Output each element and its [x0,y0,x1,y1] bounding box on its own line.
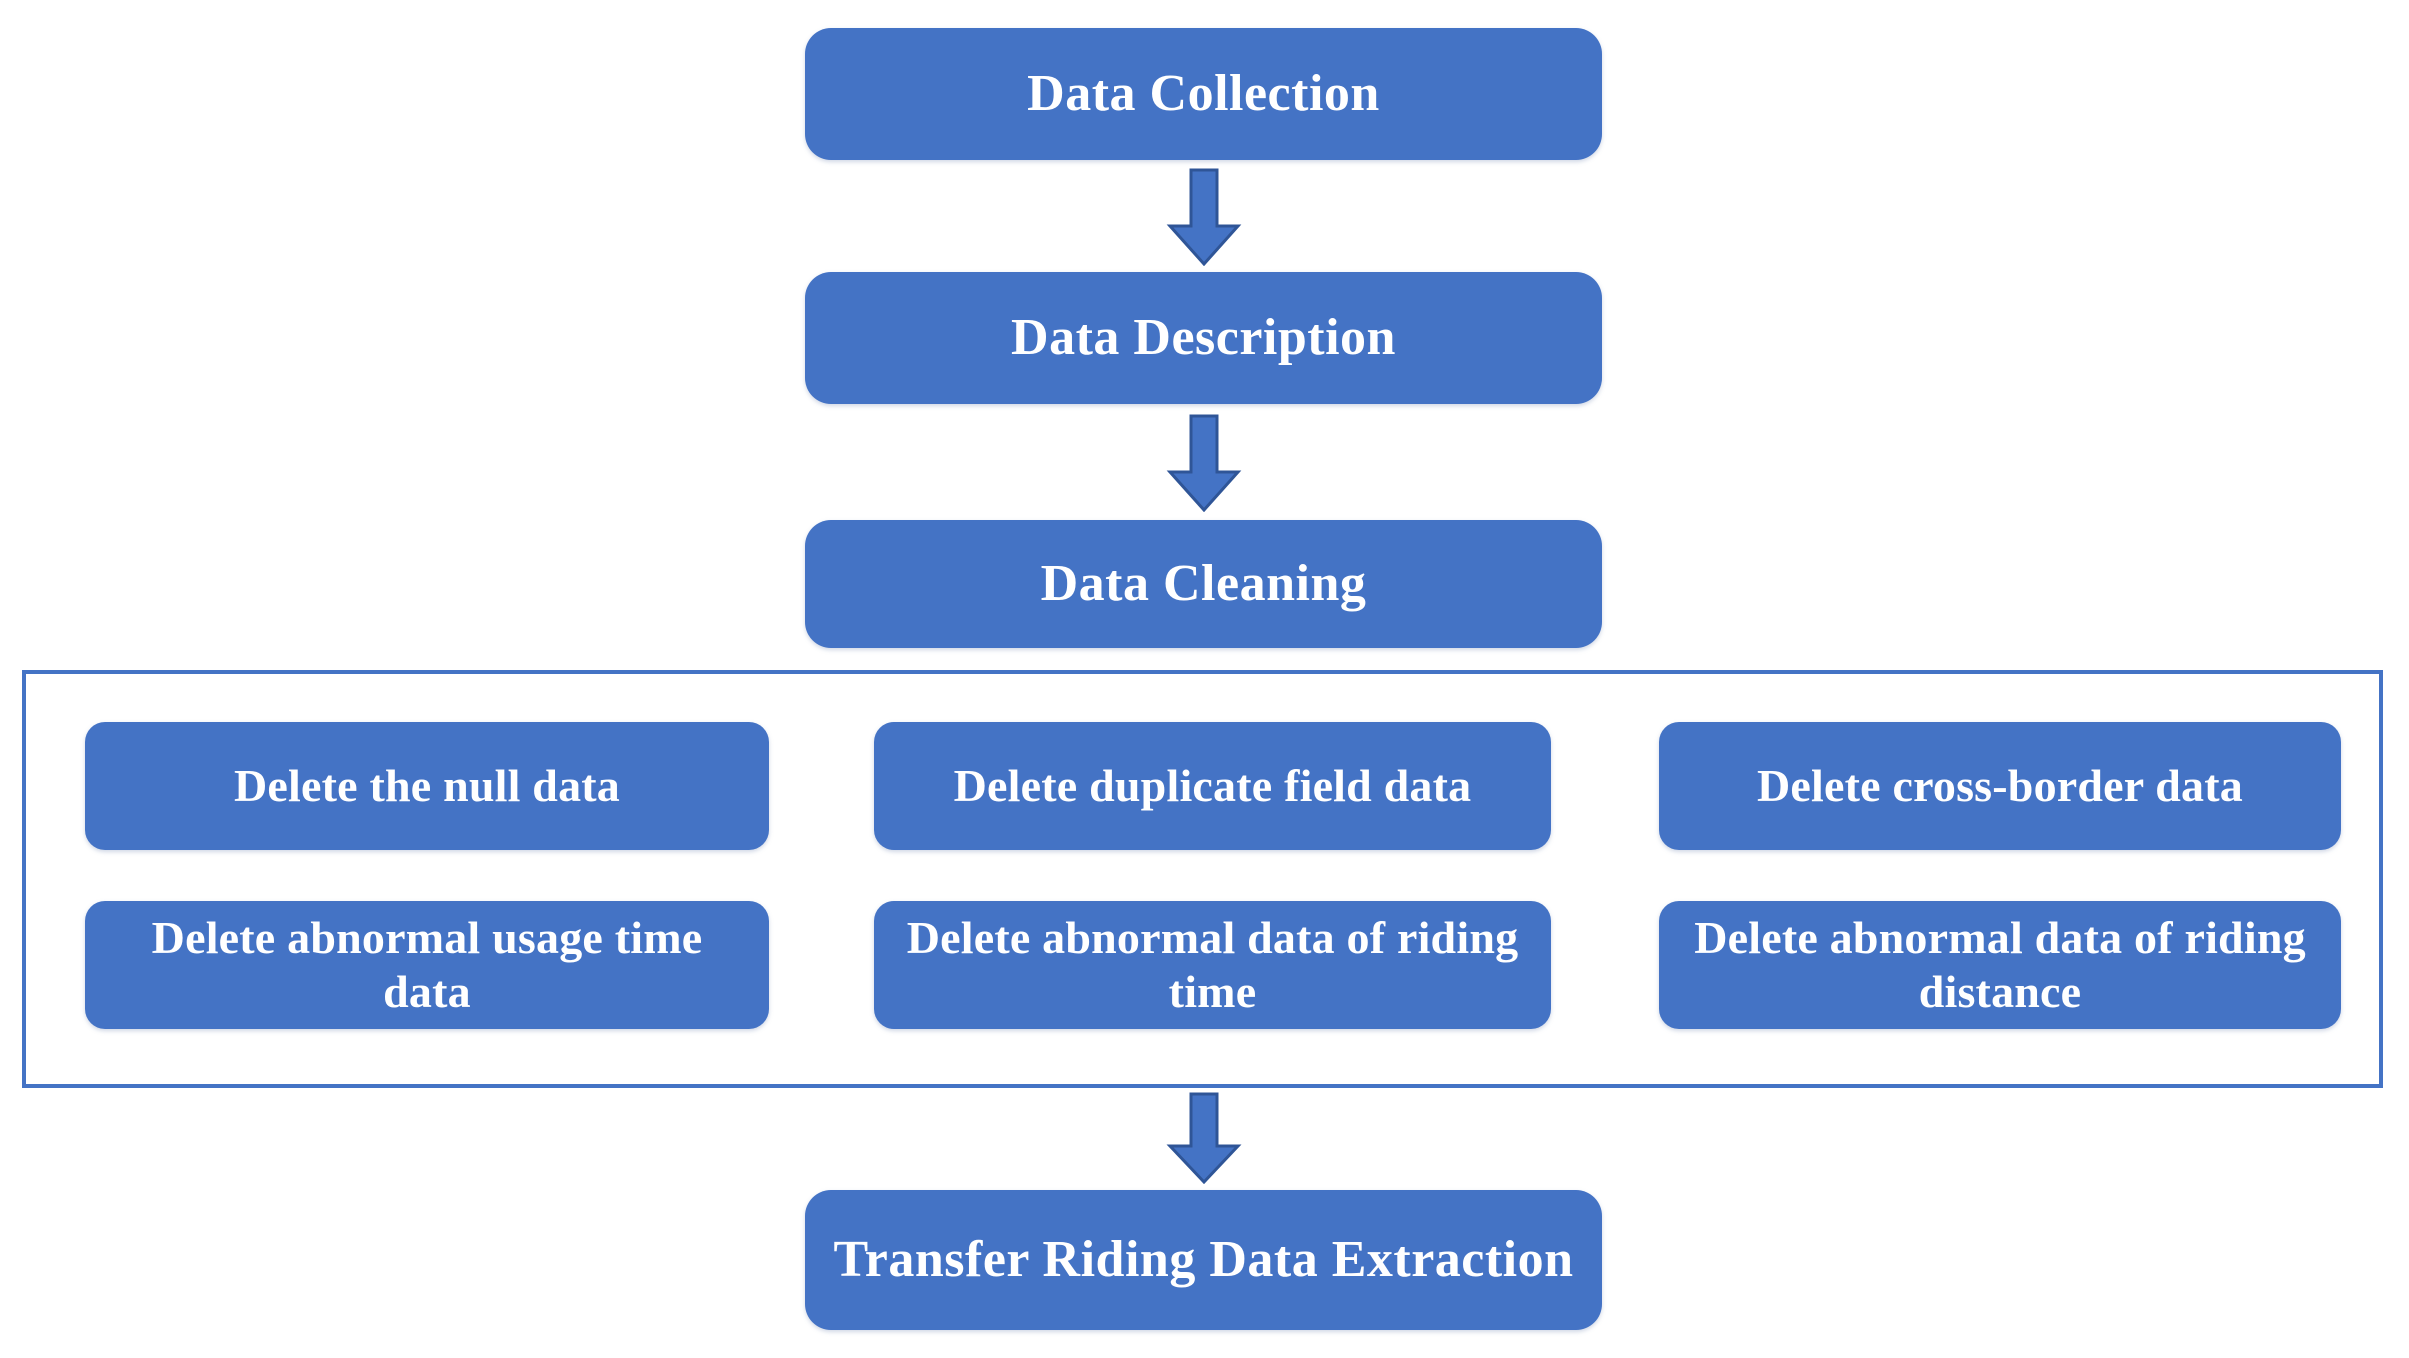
arrow-down-icon-2 [1164,414,1244,512]
node-data-description[interactable]: Data Description [805,272,1602,404]
node-data-description-label: Data Description [1011,309,1396,367]
node-transfer-riding-data-extraction[interactable]: Transfer Riding Data Extraction [805,1190,1602,1330]
node-delete-duplicate-field-data-label: Delete duplicate field data [953,759,1472,811]
node-transfer-riding-data-extraction-label: Transfer Riding Data Extraction [833,1231,1574,1289]
node-delete-abnormal-riding-time-data[interactable]: Delete abnormal data of riding time [874,901,1551,1029]
node-data-cleaning-label: Data Cleaning [1040,555,1367,613]
arrow-down-icon-3 [1164,1092,1244,1184]
cleaning-steps-group-border [22,670,2383,1088]
node-delete-abnormal-usage-time-data[interactable]: Delete abnormal usage time data [85,901,769,1029]
node-delete-abnormal-riding-distance-data-label: Delete abnormal data of riding distance [1694,911,2306,1017]
node-delete-null-data-label: Delete the null data [233,759,620,811]
node-delete-duplicate-field-data[interactable]: Delete duplicate field data [874,722,1551,850]
node-delete-abnormal-riding-time-data-label: Delete abnormal data of riding time [906,911,1519,1017]
arrow-down-icon-1 [1164,168,1244,266]
node-data-cleaning[interactable]: Data Cleaning [805,520,1602,648]
node-delete-abnormal-riding-distance-data[interactable]: Delete abnormal data of riding distance [1659,901,2341,1029]
node-data-collection[interactable]: Data Collection [805,28,1602,160]
node-delete-cross-border-data-label: Delete cross-border data [1757,759,2243,811]
node-delete-abnormal-usage-time-data-label: Delete abnormal usage time data [151,911,703,1017]
node-delete-null-data[interactable]: Delete the null data [85,722,769,850]
node-delete-cross-border-data[interactable]: Delete cross-border data [1659,722,2341,850]
node-data-collection-label: Data Collection [1027,65,1380,123]
